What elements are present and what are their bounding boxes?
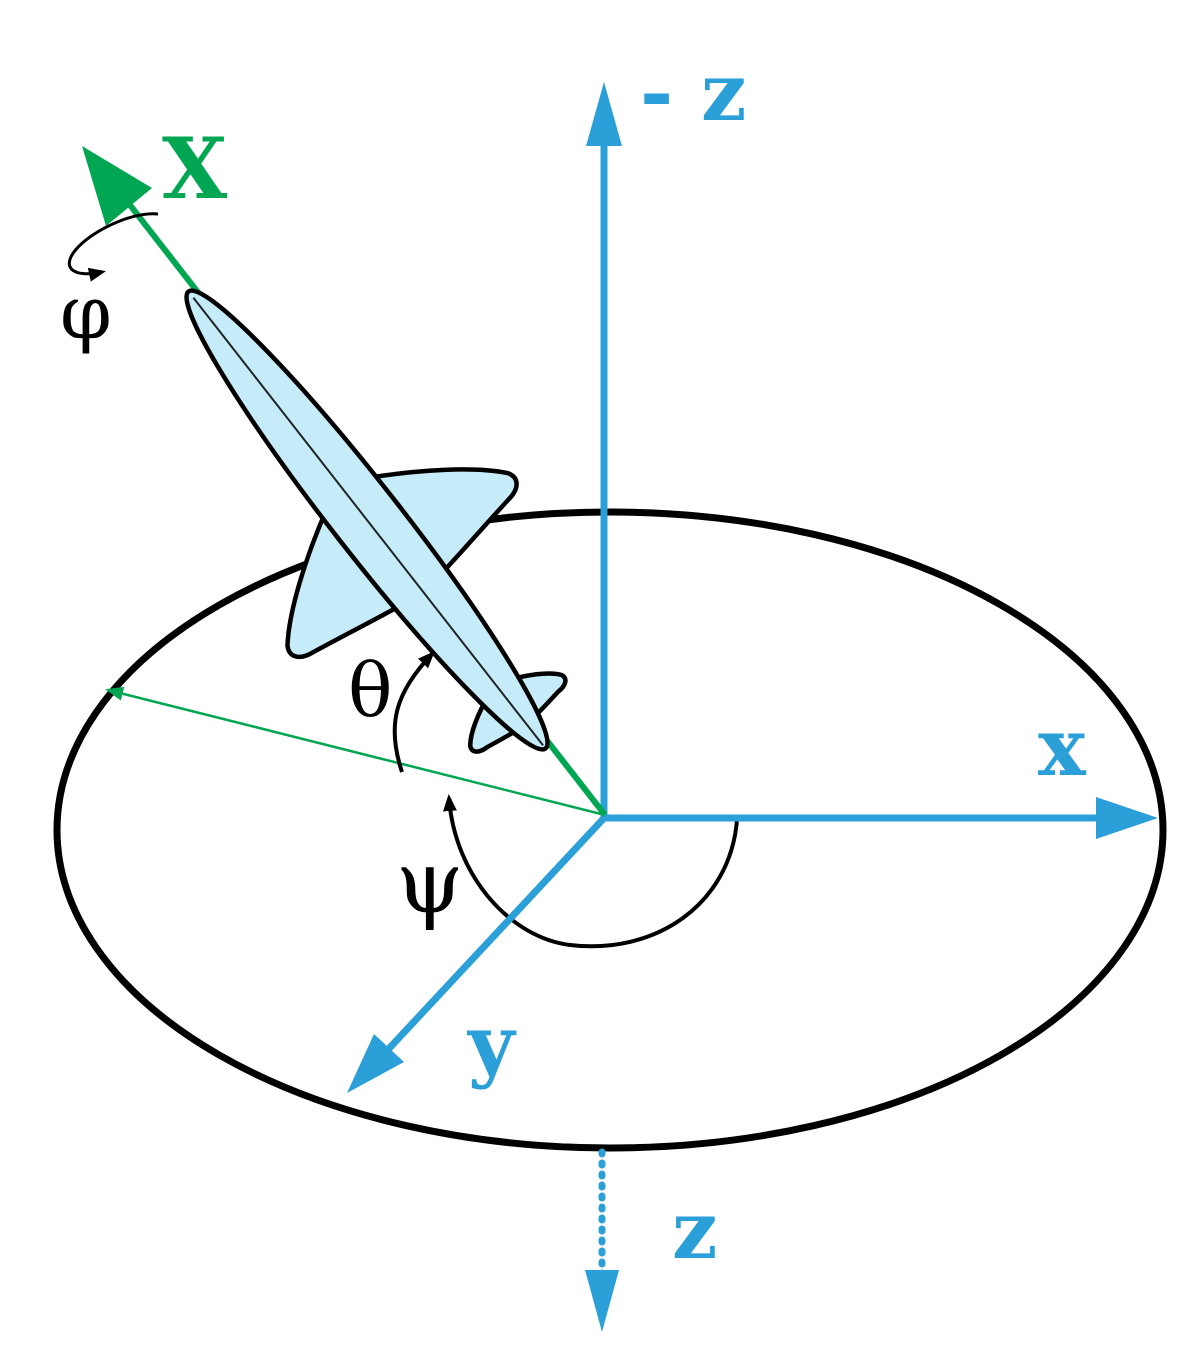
y-axis-arrowhead: [347, 1034, 404, 1093]
yaw-angle-label: ψ: [396, 833, 463, 933]
z-axis-label: z: [672, 1183, 717, 1277]
pitch-angle-arc: [392, 651, 435, 773]
roll-angle-label: φ: [60, 270, 112, 356]
reference-plane-ellipse: [53, 508, 1167, 1152]
airplane-centerline: [192, 297, 544, 746]
neg-z-axis-label: - z: [640, 45, 746, 139]
airplane-right-wing: [362, 467, 519, 576]
pitch-angle-label: θ: [348, 648, 393, 734]
z-axis-arrowhead: [585, 1270, 619, 1332]
y-axis-line: [379, 814, 608, 1059]
neg-z-axis-arrowhead: [586, 82, 622, 146]
roll-angle-arc: [67, 212, 159, 282]
yaw-angle-arc: [443, 794, 739, 949]
y-axis-label: y: [466, 997, 517, 1091]
airplane: [184, 288, 568, 754]
x-axis-arrowhead: [1096, 797, 1158, 839]
body-x-axis-arrowhead: [82, 146, 152, 226]
airplane-left-stabilizer: [468, 690, 520, 754]
airplane-left-wing: [285, 505, 403, 660]
x-axis-label: x: [1038, 700, 1087, 794]
body-x-axis-label: X: [162, 119, 228, 218]
body-axis-projection-line: [105, 686, 606, 817]
